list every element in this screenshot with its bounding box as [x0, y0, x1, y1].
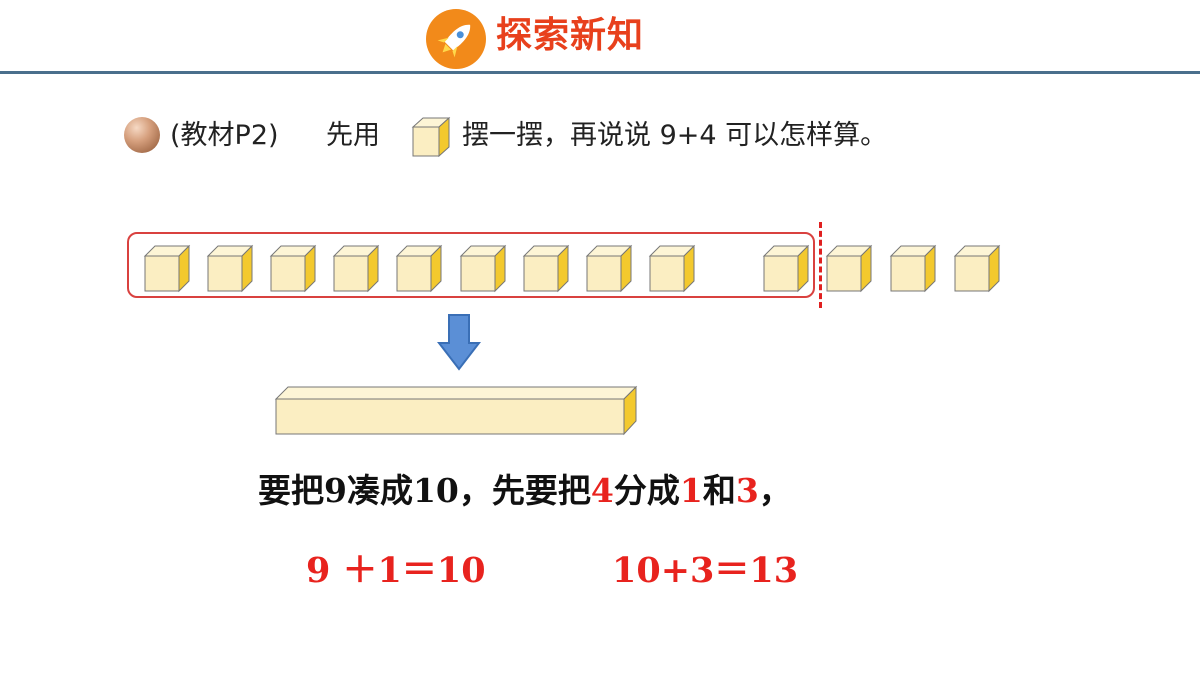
explanation-part-2: 分成 [613, 471, 680, 510]
ten-rod-icon [274, 385, 638, 436]
remaining-cube-icon [825, 244, 873, 293]
remaining-cube-icon [953, 244, 1001, 293]
header-divider [0, 71, 1200, 74]
explanation-text: 要把9凑成10，先要把4分成1和3， [258, 466, 792, 516]
explanation-part-1: 要把9凑成10，先要把 [258, 471, 591, 510]
explanation-number-1: 1 [679, 471, 703, 510]
equation-first: 9 ＋1＝10 [306, 550, 486, 591]
grouped-cube-icon [522, 244, 570, 293]
grouped-cube-icon [585, 244, 633, 293]
grouped-cube-icon [332, 244, 380, 293]
explanation-part-4: ， [758, 471, 792, 510]
page-title: 探索新知 [496, 15, 645, 56]
grouped-cube-icon [143, 244, 191, 293]
grouped-cube-icon [269, 244, 317, 293]
ten-group-frame [127, 232, 815, 298]
bead-bullet-icon [124, 117, 160, 153]
explanation-number-3: 3 [735, 471, 759, 510]
rocket-icon [426, 9, 486, 69]
question-text-start: 先用 [326, 120, 380, 151]
equation-second: 10+3＝13 [612, 550, 799, 591]
grouped-cube-icon [648, 244, 696, 293]
question-source: (教材P2) [170, 120, 279, 151]
question-text-end: 摆一摆，再说说 9+4 可以怎样算。 [462, 120, 888, 151]
grouped-cube-icon [206, 244, 254, 293]
dashed-divider [819, 222, 822, 308]
explanation-number-4: 4 [590, 471, 614, 510]
grouped-cube-icon [459, 244, 507, 293]
grouped-cube-icon [762, 244, 810, 293]
grouped-cube-icon [395, 244, 443, 293]
explanation-part-3: 和 [702, 471, 736, 510]
down-arrow-icon [437, 314, 481, 371]
cube-icon [411, 116, 451, 158]
remaining-cube-icon [889, 244, 937, 293]
